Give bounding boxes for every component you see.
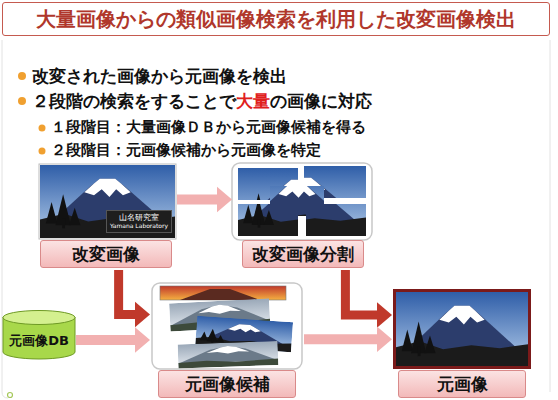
flow-arrow bbox=[304, 326, 392, 352]
arrow-shaft bbox=[76, 335, 135, 345]
image-panel: 改変画像 bbox=[38, 163, 177, 270]
text-line: ２段階目：元画像候補から元画像を特定 bbox=[51, 141, 321, 160]
image-panel: 元画像 bbox=[392, 288, 532, 400]
bullet-text: 改変された画像から元画像を検出 bbox=[32, 66, 287, 86]
bullet-text: ２段階の検索をすることで bbox=[32, 91, 236, 111]
database-label: 元画像DB bbox=[2, 324, 76, 358]
text-line: １段階目：大量画像ＤＢから元画像候補を得る bbox=[51, 118, 366, 137]
sub-bullet-text: １段階目：大量画像ＤＢから元画像候補を得る bbox=[51, 118, 366, 136]
flow-arrow bbox=[119, 270, 150, 327]
image-panel: 元画像候補 bbox=[150, 283, 304, 400]
arrow-shaft bbox=[177, 194, 217, 204]
arrow-head bbox=[377, 302, 392, 328]
arrow-shaft bbox=[304, 334, 377, 344]
title-text: 大量画像からの類似画像検索を利用した改変画像検出 bbox=[36, 6, 516, 33]
bullet-text: の画像に対応 bbox=[270, 91, 372, 111]
arrow-shaft bbox=[119, 270, 135, 315]
image-panel: 改変画像分割 bbox=[232, 163, 372, 270]
text-line: ２段階の検索をすることで大量の画像に対応 bbox=[32, 90, 372, 113]
database-node: 元画像DB bbox=[2, 310, 76, 360]
panel-label: 改変画像 bbox=[40, 240, 172, 268]
logo-name-en: Yamana Laboratory bbox=[110, 223, 168, 229]
bullet-text: 大量 bbox=[236, 91, 270, 111]
arrow-head bbox=[135, 327, 150, 353]
arrow-shaft bbox=[345, 270, 377, 315]
panel-label: 元画像 bbox=[398, 370, 526, 398]
panel-label: 改変画像分割 bbox=[242, 240, 364, 268]
arrow-head bbox=[217, 187, 232, 213]
text-line: 改変された画像から元画像を検出 bbox=[32, 65, 287, 88]
arrow-head bbox=[135, 302, 150, 328]
flow-arrow bbox=[76, 327, 150, 353]
flow-arrow bbox=[345, 270, 392, 328]
logo-plate: 山名研究室Yamana Laboratory bbox=[106, 210, 172, 233]
sub-bullet-text: ２段階目：元画像候補から元画像を特定 bbox=[51, 141, 321, 159]
flow-arrow bbox=[177, 187, 232, 213]
title-bar: 大量画像からの類似画像検索を利用した改変画像検出 bbox=[2, 2, 550, 36]
logo-name: 山名研究室 bbox=[119, 214, 159, 222]
arrow-head bbox=[377, 326, 392, 352]
database-name: 元画像DB bbox=[9, 332, 69, 350]
panel-label: 元画像候補 bbox=[158, 370, 296, 398]
